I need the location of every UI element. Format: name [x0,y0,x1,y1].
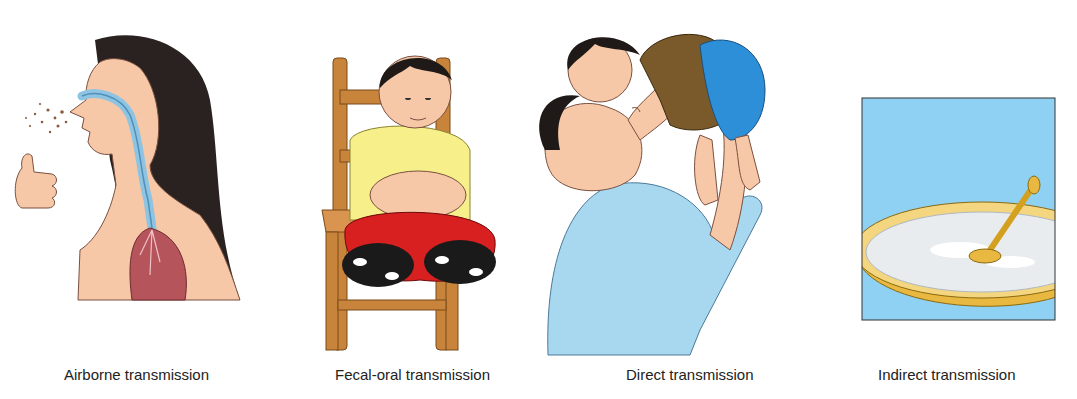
caption-label: Direct transmission [626,366,754,384]
direct-figure [539,34,765,355]
caption-label: Airborne transmission [64,366,209,384]
fecal-oral-figure [322,56,496,350]
caption-label: Fecal-oral transmission [335,366,490,384]
caption-label: Indirect transmission [878,366,1016,384]
indirect-figure [854,98,1077,320]
airborne-figure [15,35,240,300]
